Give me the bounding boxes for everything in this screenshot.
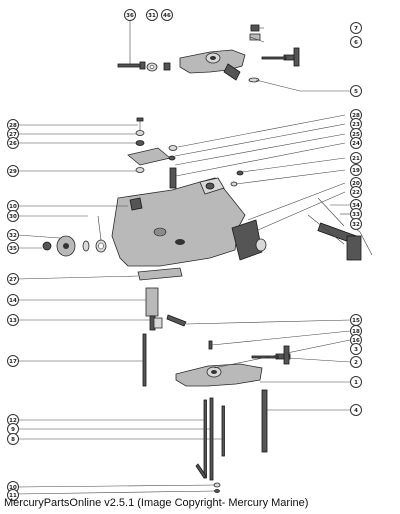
callout-21: 21 [350,152,362,164]
svg-text:31: 31 [148,13,156,19]
svg-text:1: 1 [354,380,358,386]
svg-text:22: 22 [352,190,360,196]
svg-text:17: 17 [9,359,17,365]
callout-32-left: 32 [7,229,19,241]
callout-6: 6 [350,36,362,48]
svg-text:16: 16 [352,338,360,344]
bottom-swivel-bracket [175,363,263,387]
callout-8: 8 [7,433,19,445]
clamp-bolt [135,117,145,173]
tilt-tube [261,389,268,453]
svg-text:8: 8 [11,437,15,443]
bottom-rods [195,397,225,493]
callout-24: 24 [350,137,362,149]
callout-15: 15 [350,314,362,326]
long-rod [142,333,147,387]
main-clamp-bracket [111,177,246,267]
top-swivel-bracket [179,49,246,81]
callout-5: 5 [350,85,362,97]
svg-text:15: 15 [352,318,360,324]
callout-13: 13 [7,314,19,326]
svg-text:13: 13 [9,318,17,324]
callout-35: 35 [7,242,19,254]
top-bolt [117,20,146,70]
svg-text:28: 28 [9,123,17,129]
svg-text:5: 5 [354,89,358,95]
svg-text:23: 23 [352,122,360,128]
callout-22: 22 [350,186,362,198]
svg-text:30: 30 [9,214,17,220]
svg-text:34: 34 [352,203,360,209]
svg-text:20: 20 [352,181,360,187]
svg-text:6: 6 [354,40,358,46]
callout-46: 46 [161,9,173,21]
callout-11: 11 [7,489,19,501]
callout-1: 1 [350,376,362,388]
callout-30: 30 [7,210,19,222]
svg-text:21: 21 [352,156,360,162]
svg-text:32: 32 [9,233,17,239]
link-arm [137,267,183,281]
clamp-plate [127,145,178,189]
top-nut [163,62,171,71]
callout-14: 14 [7,294,19,306]
leader-lines [17,27,352,495]
svg-text:35: 35 [9,246,17,252]
callout-36: 36 [124,9,136,21]
callout-10: 10 [7,200,19,212]
callout-4: 4 [350,404,362,416]
svg-text:29: 29 [9,169,17,175]
lever-block [145,287,187,331]
svg-text:33: 33 [352,212,360,218]
top-adjust-handle [261,47,300,67]
copyright-footer: MercuryPartsOnline v2.5.1 (Image Copyrig… [4,497,309,509]
svg-text:18: 18 [352,329,360,335]
callout-33: 33 [350,208,362,220]
svg-text:2: 2 [354,360,358,366]
tilt-tube-sleeve [231,219,267,261]
svg-text:26: 26 [9,141,17,147]
svg-text:28: 28 [352,113,360,119]
callout-19: 19 [350,164,362,176]
svg-text:10: 10 [9,485,17,491]
svg-text:9: 9 [11,427,15,433]
callout-2: 2 [350,356,362,368]
svg-text:32: 32 [352,222,360,228]
svg-text:3: 3 [354,347,358,353]
callout-32-right: 32 [350,218,362,230]
callout-23: 23 [350,118,362,130]
svg-text:19: 19 [352,168,360,174]
callout-29: 29 [7,165,19,177]
svg-text:36: 36 [126,13,134,19]
top-washer [146,62,158,72]
callout-20: 20 [350,177,362,189]
svg-text:14: 14 [9,298,17,304]
callout-3: 3 [350,343,362,355]
top-small-parts [248,24,261,83]
tilt-pin-assembly [307,197,373,261]
svg-text:4: 4 [354,408,358,414]
callout-7: 7 [350,22,362,34]
svg-text:27: 27 [9,132,17,138]
callout-17: 17 [7,355,19,367]
svg-text:27: 27 [9,277,17,283]
clamp-screw-knob [42,235,107,257]
svg-text:46: 46 [163,13,171,19]
callout-27-lower: 27 [7,273,19,285]
callout-9: 9 [7,423,19,435]
svg-text:11: 11 [9,493,17,499]
svg-text:25: 25 [352,132,360,138]
svg-text:7: 7 [354,26,358,32]
svg-text:10: 10 [9,204,17,210]
svg-text:24: 24 [352,141,360,147]
svg-text:12: 12 [9,418,17,424]
callout-31: 31 [146,9,158,21]
callout-26: 26 [7,137,19,149]
